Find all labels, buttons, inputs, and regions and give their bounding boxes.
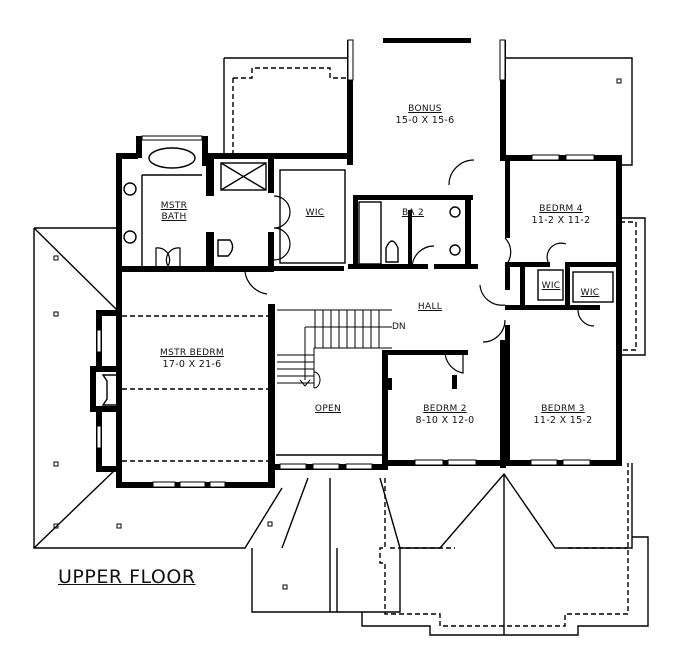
room-dimensions: 11-2 X 11-2 — [531, 215, 591, 226]
walls — [90, 38, 622, 488]
room-name: BEDRM 3 — [541, 404, 585, 414]
room-label-wic-b: WIC — [581, 288, 600, 299]
room-name: WIC — [305, 208, 325, 218]
room-name: BA 2 — [401, 208, 425, 218]
room-label-bonus: BONUS 15-0 X 15-6 — [396, 104, 455, 126]
room-name: MSTR BATH — [160, 201, 188, 222]
room-name: BEDRM 2 — [423, 404, 467, 414]
room-name: OPEN — [314, 404, 342, 414]
plan-title: UPPER FLOOR — [58, 566, 196, 588]
room-dimensions: 17-0 X 21-6 — [162, 359, 222, 370]
room-label-open: OPEN — [315, 404, 341, 415]
room-label-bedrm3: BEDRM 3 11-2 X 15-2 — [534, 404, 593, 426]
room-name: HALL — [417, 302, 443, 312]
room-label-mstr-bath: MSTR BATH — [159, 201, 189, 223]
room-dimensions: 11-2 X 15-2 — [533, 415, 593, 426]
room-label-ba2: BA 2 — [402, 208, 424, 219]
post-markers — [53, 78, 622, 590]
doors — [155, 159, 595, 374]
room-label-bedrm2: BEDRM 2 8-10 X 12-0 — [416, 404, 475, 426]
room-name: WIC — [541, 281, 561, 291]
room-label-bedrm4: BEDRM 4 11-2 X 11-2 — [532, 204, 591, 226]
staircase — [277, 309, 392, 389]
room-name: BONUS — [408, 104, 442, 114]
room-dimensions: 8-10 X 12-0 — [415, 415, 475, 426]
room-label-wic-a: WIC — [542, 281, 561, 292]
room-dimensions: 15-0 X 15-6 — [395, 115, 455, 126]
fixtures — [101, 147, 614, 462]
room-name: WIC — [580, 288, 600, 298]
room-name: BEDRM 4 — [539, 204, 583, 214]
room-label-wic-master: WIC — [306, 208, 325, 219]
stair-down-label: DN — [392, 322, 406, 332]
room-name: MSTR BEDRM — [160, 348, 224, 358]
room-label-hall: HALL — [418, 302, 442, 313]
roof-lines — [33, 57, 649, 636]
room-label-mstr-bedrm: MSTR BEDRM 17-0 X 21-6 — [160, 348, 224, 370]
